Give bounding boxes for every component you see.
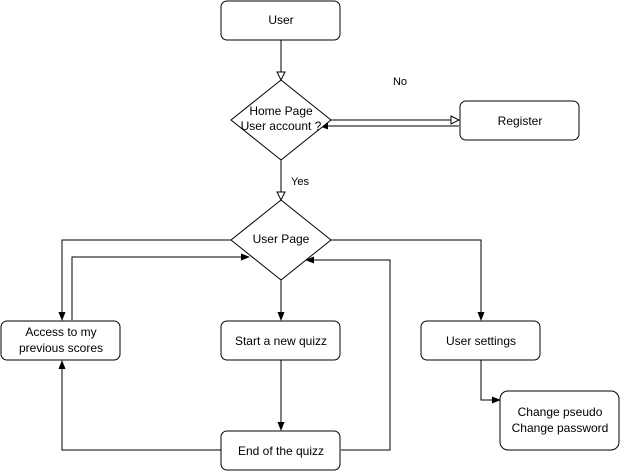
node-register-label: Register	[498, 114, 543, 128]
node-previous-scores-line2: previous scores	[19, 341, 103, 355]
node-new-quiz: Start a new quizz	[220, 320, 341, 361]
node-user: User	[220, 0, 341, 41]
node-previous-scores: Access to my previous scores	[0, 320, 121, 361]
node-end-quiz: End of the quizz	[220, 430, 341, 471]
edge-endquiz-to-userpage	[305, 256, 391, 451]
node-user-page: User Page	[230, 199, 332, 281]
node-user-settings: User settings	[420, 320, 541, 361]
edge-userpage-to-scores	[58, 239, 232, 321]
node-home-label-line1: Home Page	[249, 104, 313, 118]
node-new-quiz-label: Start a new quizz	[235, 334, 327, 348]
edge-userpage-to-settings	[330, 239, 485, 321]
edge-settings-to-change	[480, 360, 501, 404]
node-change-line1: Change pseudo	[518, 405, 603, 419]
node-end-quiz-label: End of the quizz	[238, 444, 324, 458]
edge-label-yes: Yes	[291, 176, 309, 188]
edge-scores-to-userpage	[71, 253, 250, 320]
node-home-label-line2: User account ?	[241, 119, 322, 133]
node-home-decision: Home Page User account ?	[230, 79, 332, 161]
node-change: Change pseudo Change password	[499, 390, 620, 451]
node-previous-scores-line1: Access to my	[25, 325, 96, 339]
edge-endquiz-to-scores	[58, 360, 221, 451]
node-user-settings-label: User settings	[446, 334, 516, 348]
edge-label-no: No	[393, 76, 407, 88]
node-change-line2: Change password	[512, 421, 609, 435]
node-user-page-label: User Page	[253, 232, 310, 246]
node-register: Register	[459, 100, 580, 141]
node-user-label: User	[268, 13, 293, 27]
